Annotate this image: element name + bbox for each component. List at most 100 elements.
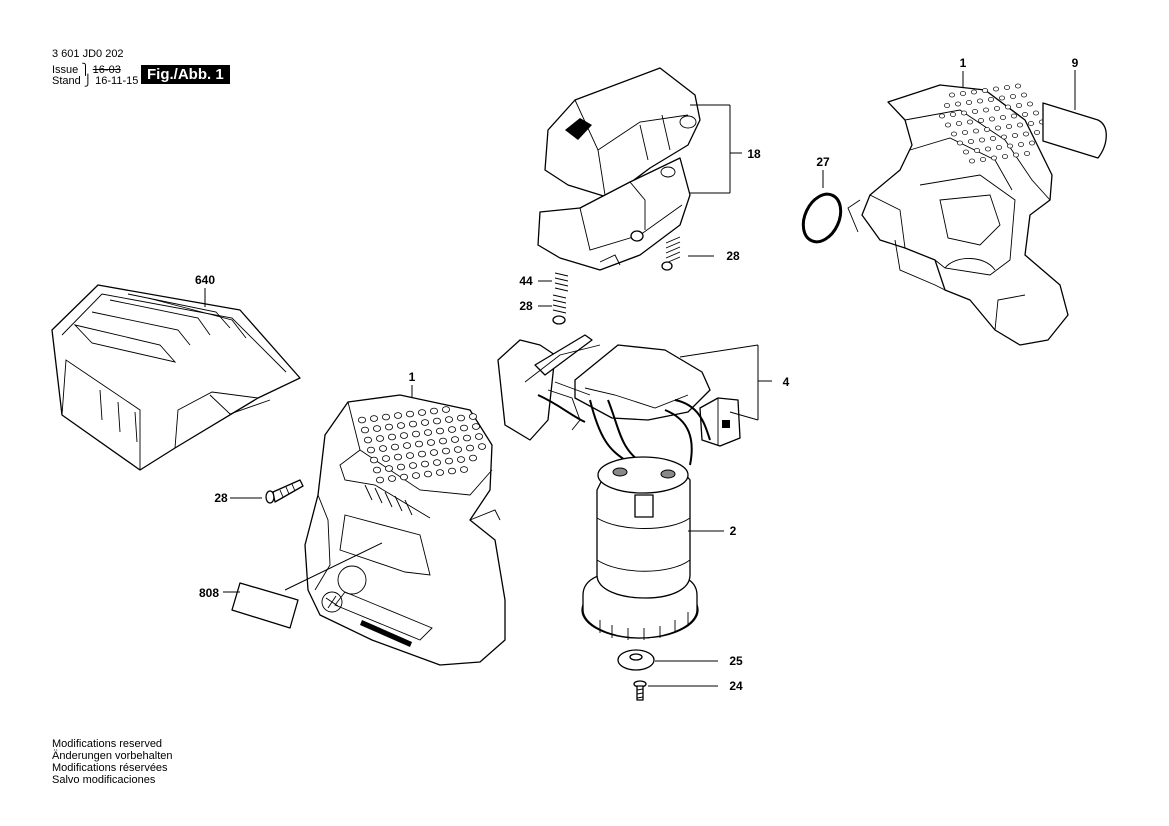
vent-hole: [994, 106, 1000, 111]
callout-640: 640: [195, 273, 215, 287]
callout-2: 2: [730, 524, 737, 538]
figure-label: Fig./Abb. 1: [141, 65, 230, 84]
vent-hole: [429, 449, 438, 456]
vent-hole: [456, 414, 465, 422]
vent-hole: [977, 98, 983, 104]
vent-hole: [387, 475, 396, 482]
vent-hole: [955, 101, 961, 107]
part-25-washer[interactable]: [617, 649, 655, 671]
vent-hole: [459, 424, 468, 432]
stand-value: 16-11-15: [95, 75, 139, 87]
vent-hole: [1033, 110, 1039, 116]
vent-hole: [432, 459, 441, 466]
vent-hole: [957, 140, 963, 146]
vent-hole: [995, 125, 1001, 131]
vent-hole: [984, 127, 990, 132]
vent-hole: [399, 473, 408, 481]
part-24-screw[interactable]: [633, 680, 647, 701]
housing-left-ribs: [364, 484, 413, 516]
vent-hole: [381, 413, 390, 421]
vent-hole: [1027, 101, 1033, 107]
part-2-motor[interactable]: [581, 456, 699, 640]
part-18-switch-base[interactable]: [537, 157, 691, 271]
vent-hole: [949, 92, 955, 98]
vent-hole: [444, 416, 453, 423]
vent-hole: [979, 137, 985, 143]
vent-hole: [1034, 130, 1040, 135]
vent-hole: [1029, 140, 1035, 146]
part-1-housing-right[interactable]: [847, 84, 1069, 346]
vent-hole: [366, 446, 375, 454]
part-9-label[interactable]: [1042, 102, 1107, 159]
housing-left-vent-holes: [357, 406, 486, 484]
vent-hole: [381, 455, 390, 462]
vent-hole: [363, 436, 372, 444]
vent-hole: [369, 456, 378, 464]
vent-hole: [962, 130, 968, 135]
callout-1-left: 1: [409, 370, 416, 384]
callout-9: 9: [1072, 56, 1079, 70]
part-1-housing-left[interactable]: [304, 394, 506, 666]
vent-hole: [435, 427, 444, 435]
issue-label: Issue: [52, 64, 79, 76]
vent-hole: [960, 91, 966, 96]
vent-hole: [357, 416, 366, 424]
vent-hole: [396, 422, 405, 429]
callout-4: 4: [783, 375, 790, 389]
vent-hole: [372, 466, 381, 474]
vent-hole: [420, 460, 429, 468]
vent-hole: [967, 119, 973, 125]
part-640-dust-cover[interactable]: [51, 284, 301, 471]
callout-18: 18: [747, 147, 761, 161]
vent-hole: [985, 146, 991, 152]
vent-hole: [996, 145, 1002, 150]
part-808-label[interactable]: [231, 582, 299, 629]
vent-hole: [1015, 83, 1021, 89]
vent-hole: [1004, 85, 1010, 90]
vent-hole: [1006, 124, 1012, 129]
vent-hole: [468, 454, 477, 462]
vent-hole: [993, 86, 999, 92]
vent-hole: [468, 413, 477, 420]
part-18-switch-cover[interactable]: [544, 67, 701, 199]
callout-28-spring: 28: [519, 299, 533, 313]
vent-hole: [384, 423, 393, 431]
vent-hole: [968, 139, 974, 144]
vent-hole: [420, 419, 429, 426]
vent-hole: [999, 95, 1005, 101]
vent-hole: [432, 417, 441, 425]
vent-hole: [990, 136, 996, 141]
vent-hole: [375, 476, 384, 484]
part-44-spring[interactable]: [554, 272, 569, 292]
issue-row: Issue ⎫ 16-03: [52, 64, 121, 76]
vent-hole: [1013, 152, 1019, 158]
vent-hole: [966, 100, 972, 105]
vent-hole: [1002, 154, 1008, 159]
vent-hole: [1024, 151, 1030, 156]
vent-hole: [991, 155, 997, 161]
vent-hole: [459, 466, 468, 473]
vent-hole: [408, 420, 417, 428]
part-27-o-ring[interactable]: [796, 188, 848, 248]
vent-hole: [951, 131, 957, 137]
vent-hole: [396, 463, 405, 471]
note-de: Änderungen vorbehalten: [52, 750, 173, 762]
vent-hole: [369, 415, 378, 422]
vent-hole: [393, 453, 402, 461]
vent-hole: [1028, 121, 1034, 126]
vent-hole: [1007, 143, 1013, 149]
vent-hole: [980, 157, 986, 162]
part-28-spring-right[interactable]: [661, 236, 681, 271]
part-28-screw-left[interactable]: [265, 479, 304, 504]
vent-hole: [945, 122, 951, 128]
part-28-screw-center[interactable]: [552, 294, 567, 325]
vent-hole: [465, 444, 474, 452]
vent-hole: [971, 89, 977, 95]
stand-row: Stand ⎭ 16-11-15: [52, 75, 139, 87]
part-4-electronics[interactable]: [497, 334, 741, 466]
vent-hole: [983, 107, 989, 113]
callout-25: 25: [729, 654, 743, 668]
housing-right-vent-holes: [939, 83, 1045, 164]
vent-hole: [405, 410, 414, 418]
